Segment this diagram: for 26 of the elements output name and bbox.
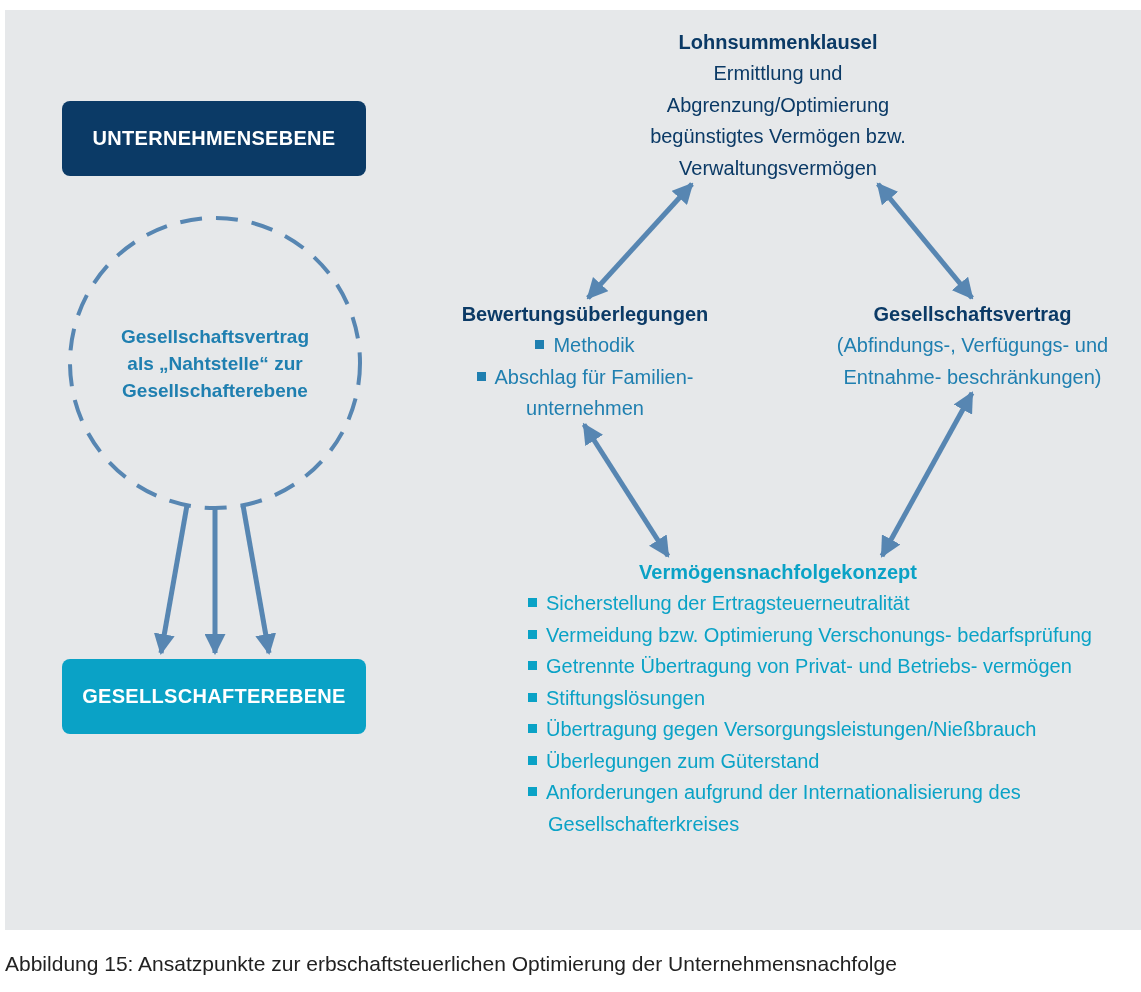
bullet-text: Vermeidung bzw. Optimierung Verschonungs- bedarfsprüfung [546,623,1092,646]
level-banner: GESELLSCHAFTEREBENE [62,659,366,734]
arrow [586,182,694,300]
bullet-text: Anforderungen aufgrund der Internationalisierung des Gesellschafterkreises [546,781,1021,835]
section-text: Ermittlung und Abgrenzung/Optimierung begünstigtes Vermögen bzw. Verwaltungsvermögen [649,61,907,181]
section-text: (Abfindungs-, Verfügungs- und Entnahme- beschränkungen) [836,333,1109,390]
arrow [581,422,671,558]
bullet-text: Methodik [553,334,635,356]
level-banner: UNTERNEHMENSEBENE [62,101,366,176]
bullet-text: Überlegungen zum Güterstand [546,749,820,772]
figure-caption: Abbildung 15: Ansatzpunkte zur erbschaftsteuerlichen Optimierung der Unternehmensnachfolge [5,952,897,976]
circle-label: Gesellschaftsvertrag als „Nahtstelle“ zur Gesellschafterebene [120,324,310,403]
section-heading: Lohnsummenklausel [677,30,879,55]
section-heading: Vermögensnachfolgekonzept [638,560,918,585]
bullet-text: Getrennte Übertragung von Privat- und Betriebs- vermögen [546,655,1072,677]
arrow [879,391,975,558]
arrow [204,508,226,656]
arrow [876,182,974,300]
arrow [240,504,277,656]
bullet-text: Übertragung gegen Versorgungsleistungen/Nießbrauch [546,718,1037,740]
bullet-text: Sicherstellung der Ertragsteuerneutralität [546,592,910,614]
bullet-text: Stiftungslösungen [546,686,705,709]
arrow [153,504,190,656]
section-heading: Bewertungsüberlegungen [460,302,710,327]
section-heading: Gesellschaftsvertrag [872,302,1073,327]
bullet-text: Abschlag für Familien- unternehmen [494,365,694,419]
